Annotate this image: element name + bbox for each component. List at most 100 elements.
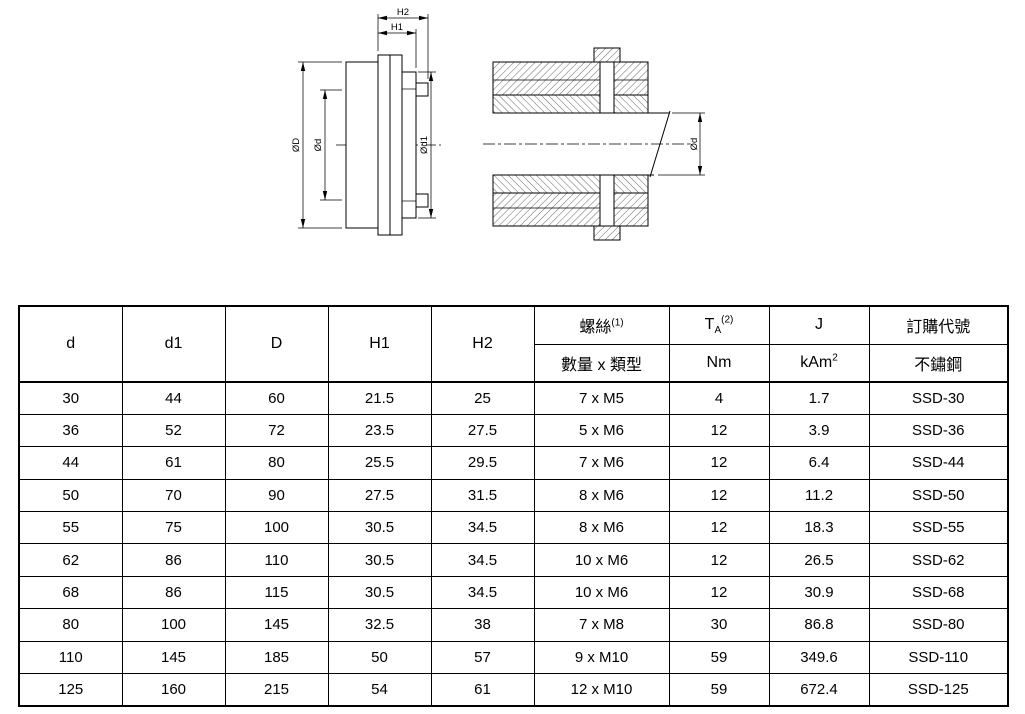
table-cell: 110 xyxy=(18,640,123,675)
col-subheader-inertia-unit: kAm2 xyxy=(768,343,870,383)
table-cell: 61 xyxy=(430,673,535,707)
col-header-H1: H1 xyxy=(327,305,432,383)
table-cell: 11.2 xyxy=(768,478,870,513)
table-cell: 6.4 xyxy=(768,446,870,480)
table-cell: 100 xyxy=(121,608,226,642)
table-cell: 50 xyxy=(327,640,432,675)
table-cell: 52 xyxy=(121,413,226,448)
table-cell: 8 x M6 xyxy=(533,511,670,545)
clamp-hub-top xyxy=(492,61,649,96)
table-cell: 12 xyxy=(668,413,770,448)
bolt-nut-bottom xyxy=(415,193,429,208)
col-header-D: D xyxy=(224,305,329,383)
table-cell: 59 xyxy=(668,673,770,707)
dim-label-bolt-circle-diameter: Ød xyxy=(313,139,324,152)
col-header-inertia: J xyxy=(768,305,870,345)
table-cell: 349.6 xyxy=(768,640,870,675)
table-cell: 12 xyxy=(668,446,770,480)
col-subheader-screws: 數量 x 類型 xyxy=(533,343,670,383)
table-cell: 185 xyxy=(224,640,329,675)
bolt-nut-top xyxy=(415,82,429,97)
clamp-hub-bottom xyxy=(492,192,649,227)
table-cell: 10 x M6 xyxy=(533,575,670,610)
header-row-1: d d1 D H1 H2 螺絲(1) TA(2) J 訂購代號 xyxy=(18,305,1009,383)
table-cell: SSD-30 xyxy=(868,381,1009,415)
dim-label-outer-diameter: ØD xyxy=(291,138,302,152)
table-cell: 68 xyxy=(18,575,123,610)
col-header-d1: d1 xyxy=(121,305,226,383)
table-cell: 34.5 xyxy=(430,543,535,577)
screws-label: 螺絲 xyxy=(579,319,612,337)
table-cell: 75 xyxy=(121,511,226,545)
table-cell: 8 x M6 xyxy=(533,478,670,513)
table-cell: 7 x M6 xyxy=(533,446,670,480)
table-cell: 145 xyxy=(121,640,226,675)
table-cell: 115 xyxy=(224,575,329,610)
table-cell: 21.5 xyxy=(327,381,432,415)
table-cell: 27.5 xyxy=(327,478,432,513)
screws-footnote-marker: (1) xyxy=(611,317,624,329)
table-cell: 10 x M6 xyxy=(533,543,670,577)
table-cell: 145 xyxy=(224,608,329,642)
inertia-unit: kAm xyxy=(800,353,833,371)
table-cell: 3.9 xyxy=(768,413,870,448)
table-cell: 34.5 xyxy=(430,511,535,545)
section-view-dimensions xyxy=(298,14,436,229)
col-header-d: d xyxy=(18,305,123,383)
table-cell: 7 x M8 xyxy=(533,608,670,642)
table-cell: 100 xyxy=(224,511,329,545)
table-cell: SSD-55 xyxy=(868,511,1009,545)
table-cell: 80 xyxy=(224,446,329,480)
table-cell: 30 xyxy=(18,381,123,415)
right-hub xyxy=(401,71,417,219)
table-cell: 160 xyxy=(121,673,226,707)
table-cell: 80 xyxy=(18,608,123,642)
table-cell: SSD-62 xyxy=(868,543,1009,577)
table-cell: SSD-80 xyxy=(868,608,1009,642)
table-cell: 90 xyxy=(224,478,329,513)
table-cell: 30.9 xyxy=(768,575,870,610)
table-cell: 12 xyxy=(668,478,770,513)
col-header-H2: H2 xyxy=(430,305,535,383)
torque-symbol: T xyxy=(704,316,715,334)
membrane-plate-2 xyxy=(389,54,403,236)
table-cell: 25 xyxy=(430,381,535,415)
table-cell: 12 xyxy=(668,543,770,577)
torque-subscript: A xyxy=(714,325,722,337)
table-cell: 26.5 xyxy=(768,543,870,577)
table-cell: 34.5 xyxy=(430,575,535,610)
table-cell: 23.5 xyxy=(327,413,432,448)
table-cell: 30.5 xyxy=(327,575,432,610)
table-cell: 30 xyxy=(668,608,770,642)
table-cell: 215 xyxy=(224,673,329,707)
coupling-side-view xyxy=(483,47,690,241)
table-cell: 72 xyxy=(224,413,329,448)
table-cell: 12 xyxy=(668,511,770,545)
table-cell: 1.7 xyxy=(768,381,870,415)
inertia-unit-exponent: 2 xyxy=(832,352,838,364)
table-cell: 38 xyxy=(430,608,535,642)
table-cell: 27.5 xyxy=(430,413,535,448)
table-cell: 32.5 xyxy=(327,608,432,642)
table-cell: 62 xyxy=(18,543,123,577)
col-subheader-torque-unit: Nm xyxy=(668,343,770,383)
technical-drawing: H2 H1 ØD Ød Ød1 Ød xyxy=(291,7,705,241)
header-row-2: 數量 x 類型 Nm kAm2 不鏽鋼 xyxy=(19,343,1009,383)
table-cell: 61 xyxy=(121,446,226,480)
table-cell: 50 xyxy=(18,478,123,513)
table-cell: 44 xyxy=(121,381,226,415)
table-cell: 25.5 xyxy=(327,446,432,480)
table-cell: 70 xyxy=(121,478,226,513)
side-view-dimensions xyxy=(658,112,705,176)
table-cell: 59 xyxy=(668,640,770,675)
dim-label-shaft-diameter: Ød xyxy=(689,138,700,151)
clamp-bolt-top xyxy=(593,47,621,114)
